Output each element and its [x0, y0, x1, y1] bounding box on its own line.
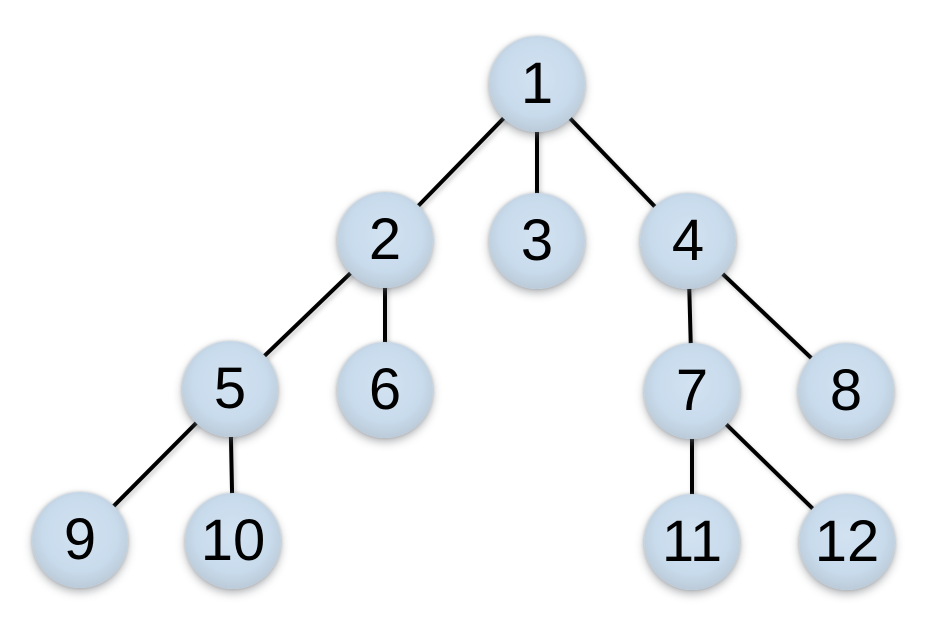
tree-node-1: 1	[489, 36, 585, 132]
node-label: 10	[200, 508, 266, 573]
tree-node-10: 10	[185, 493, 281, 589]
node-label: 5	[213, 356, 247, 421]
node-label: 12	[814, 509, 880, 574]
tree-node-5: 5	[182, 341, 278, 437]
node-label: 11	[661, 509, 723, 574]
node-label: 7	[675, 358, 709, 423]
node-label: 4	[671, 208, 705, 273]
tree-node-2: 2	[337, 192, 433, 288]
tree-node-4: 4	[640, 193, 736, 289]
tree-node-6: 6	[337, 342, 433, 438]
node-label: 8	[829, 358, 863, 423]
tree-node-12: 12	[799, 494, 895, 590]
node-label: 3	[520, 208, 554, 273]
tree-node-3: 3	[489, 193, 585, 289]
tree-node-11: 11	[644, 494, 740, 590]
node-label: 2	[368, 207, 402, 272]
tree-node-7: 7	[644, 343, 740, 439]
tree-node-8: 8	[798, 343, 894, 439]
node-label: 9	[63, 507, 97, 572]
tree-node-9: 9	[32, 492, 128, 588]
node-label: 1	[520, 51, 554, 116]
node-label: 6	[368, 357, 402, 422]
